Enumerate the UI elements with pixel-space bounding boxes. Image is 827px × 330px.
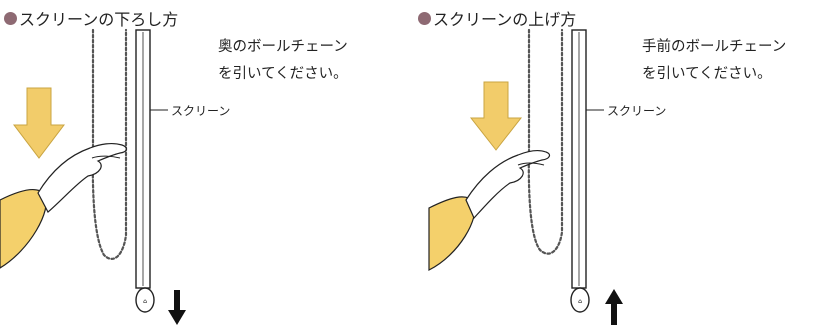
svg-text:⌂: ⌂ [143,298,147,305]
bottom-weight [135,287,155,313]
heading-raising: スクリーンの上げ方 [418,6,576,30]
raising-illustration: ⌂ [428,28,623,325]
heading-lowering: スクリーンの下ろし方 [4,6,178,30]
sleeve [0,188,47,269]
down-arrow-icon [469,81,523,151]
screen-label: スクリーン [171,104,231,118]
svg-text:⌂: ⌂ [578,298,582,305]
hand [465,149,551,220]
panel-raising: ⌂ スクリーンの上げ方 手前のボールチェーン を引いてください。 スクリーン [414,0,827,330]
back-ball-chain [527,28,564,255]
instruction-lowering: 奥のボールチェーン を引いてください。 [218,39,348,82]
hand [37,142,127,213]
instruction-raising: 手前のボールチェーン を引いてください。 [642,39,787,82]
back-ball-chain [91,28,128,260]
sleeve [428,196,476,271]
panel-lowering: ⌂ スクリーンの下ろし方 奥のボールチェーン を引いてください。 スクリーン [0,0,413,330]
bottom-weight [570,287,590,313]
lowering-illustration: ⌂ [0,28,186,325]
bullet-icon [4,11,17,25]
screen-label: スクリーン [607,104,667,118]
bullet-icon [418,11,431,25]
bottom-arrow-down-icon [168,290,186,325]
bottom-arrow-up-icon [605,289,623,325]
down-arrow-icon [12,87,66,159]
